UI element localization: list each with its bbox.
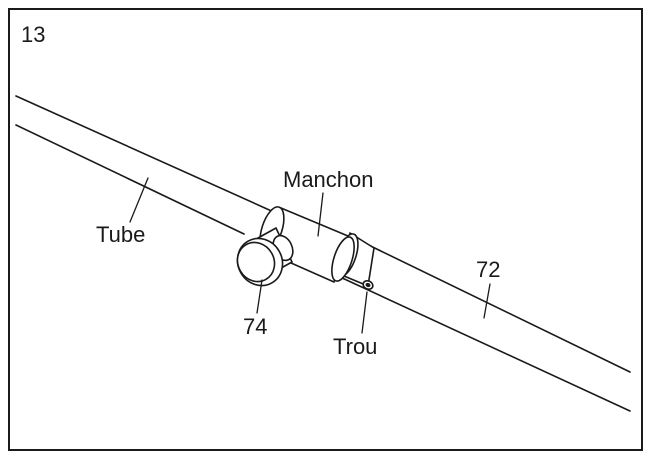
tube-72 xyxy=(339,236,631,412)
tube xyxy=(15,95,277,235)
leader-tube xyxy=(129,177,149,223)
label-trou: Trou xyxy=(333,334,377,359)
knob-74 xyxy=(236,227,294,287)
label-74: 74 xyxy=(243,314,267,339)
label-72: 72 xyxy=(476,257,500,282)
label-manchon: Manchon xyxy=(283,167,374,192)
label-tube: Tube xyxy=(96,222,145,247)
leader-72 xyxy=(483,283,491,319)
step-number: 13 xyxy=(21,22,45,47)
leader-74 xyxy=(256,279,263,314)
leader-trou xyxy=(361,291,368,334)
leader-manchon xyxy=(317,192,324,237)
